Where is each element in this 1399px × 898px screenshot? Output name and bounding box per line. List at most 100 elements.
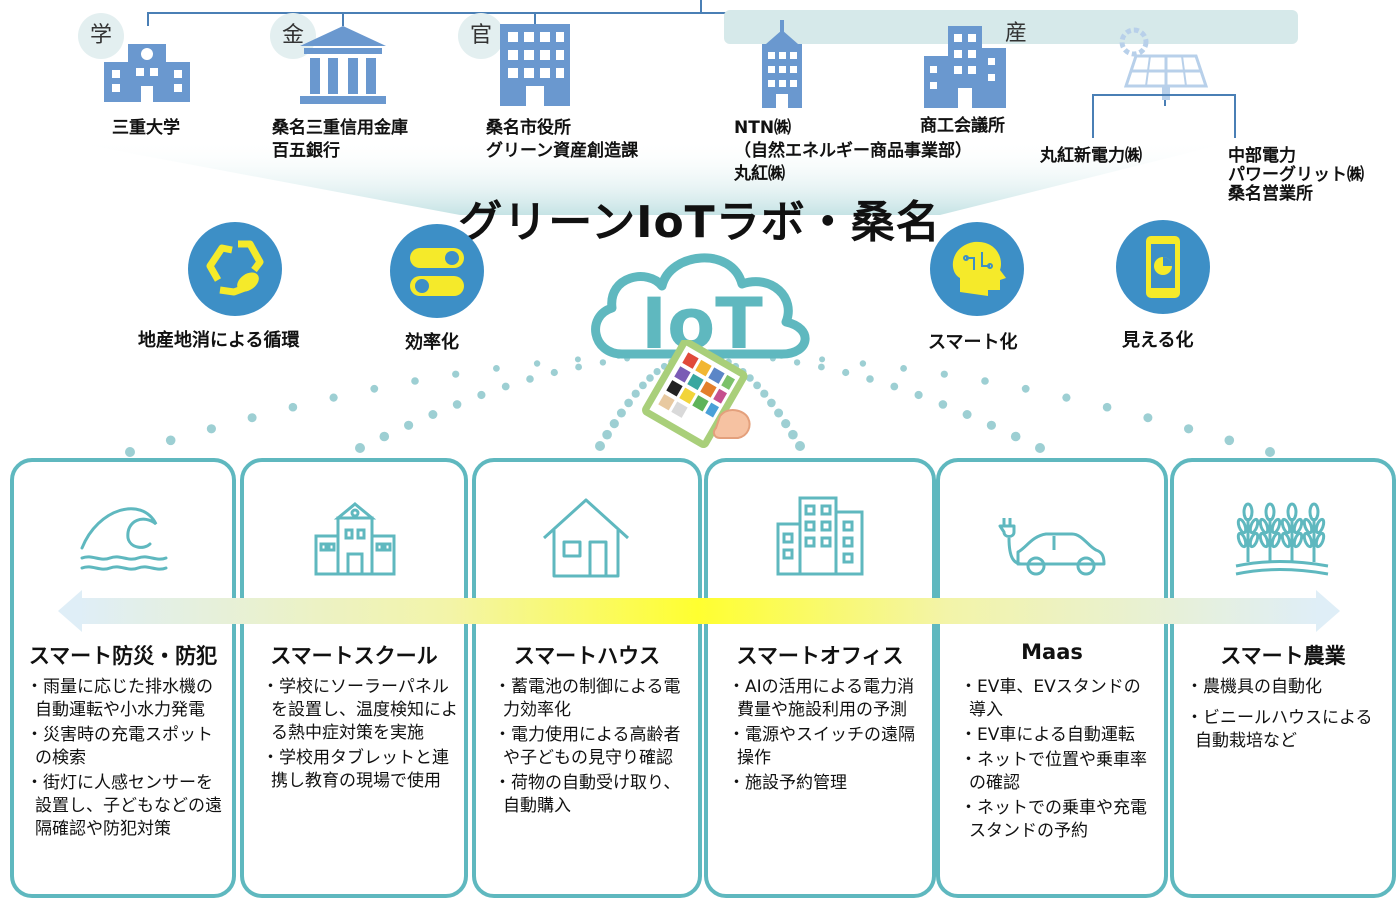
iot-cloud-icon: IoT: [591, 253, 810, 365]
connector-dot: [452, 370, 460, 378]
connector-dot: [452, 400, 462, 409]
list-item: ・街灯に人感センサーを設置し、子どもなどの遠隔確認や防犯対策: [26, 773, 222, 839]
connector-dot: [746, 374, 754, 382]
category-san-label: 産: [1005, 21, 1028, 46]
connector-dot: [355, 443, 365, 453]
panel-house-title: スマートハウス: [513, 644, 661, 668]
top-connector-stem: [700, 0, 702, 12]
connector-dot: [859, 360, 867, 367]
connector-dot: [329, 393, 338, 402]
org-marubeni: 丸紅㈱: [734, 164, 785, 184]
list-item: ・ネットでの乗車や充電スタンドの予約: [960, 798, 1147, 841]
org-ntn-division: （自然エネルギー商品事業部）: [734, 141, 972, 161]
org-city-hall: 桑名市役所: [486, 118, 571, 138]
connector-dot: [1224, 435, 1235, 446]
solar-connector-stem: [1164, 100, 1166, 106]
school-icon: [314, 502, 396, 576]
connector-dot: [574, 356, 581, 363]
university-building-icon: [104, 44, 190, 102]
connector-drop-university: [147, 12, 149, 26]
feature-smart-label: スマート化: [928, 332, 1018, 353]
connector-dot: [795, 441, 805, 451]
org-bank-kuwana-mie: 桑名三重信用金庫: [272, 118, 408, 138]
panel-school-body: ・学校にソーラーパネルを設置し、温度検知による熱中症対策を実施 ・学校用タブレッ…: [262, 676, 458, 795]
list-item: ・EV車による自動運転: [960, 725, 1135, 745]
arrow-right-icon: [1316, 590, 1340, 632]
toggle-icon: [410, 248, 464, 296]
panel-disaster-body: ・雨量に応じた排水機の自動運転や小水力発電 ・災害時の充電スポットの検索 ・街灯…: [26, 676, 226, 843]
category-kan-badge: 官: [458, 13, 504, 59]
org-city-green-division: グリーン資産創造課: [486, 141, 639, 161]
connector-arrow-bar: [78, 598, 1318, 624]
connector-dot: [653, 368, 661, 376]
connector-dot: [819, 356, 826, 363]
recycle-icon: [206, 240, 264, 296]
panel-disaster: [10, 458, 236, 898]
connector-dot: [914, 390, 923, 400]
list-item: ・災害時の充電スポットの検索: [26, 725, 213, 768]
wheat-icon: [1235, 502, 1329, 576]
connector-dot: [624, 398, 633, 408]
panel-office-body: ・AIの活用による電力消費量や施設利用の予測 ・電源やスイッチの遠隔操作 ・施設…: [728, 676, 924, 797]
solar-connector-left: [1092, 94, 1094, 138]
wave-icon: [80, 507, 168, 571]
connector-dot: [206, 424, 216, 434]
connector-dot: [526, 375, 534, 383]
connector-dot: [981, 377, 989, 385]
list-item: ・雨量に応じた排水機の自動運転や小水力発電: [26, 677, 213, 720]
connector-dot: [550, 368, 558, 377]
panel-agriculture: [1170, 458, 1396, 898]
list-item: ・EV車、EVスタンドの導入: [960, 677, 1141, 720]
feature-toggle-label: 効率化: [405, 332, 459, 353]
feature-visible-circle: [1116, 220, 1210, 314]
connector-dot: [767, 398, 776, 408]
solar-connector-right: [1234, 94, 1236, 138]
connector-dot: [616, 408, 626, 418]
connector-dot: [379, 431, 390, 442]
connector-dot: [288, 402, 298, 412]
connector-dot: [793, 359, 801, 366]
connector-dot: [890, 382, 899, 391]
org-bank-hyakugo: 百五銀行: [272, 141, 340, 161]
connector-dot: [477, 390, 486, 400]
connector-dot: [1184, 424, 1194, 434]
connector-dot: [370, 384, 379, 393]
panel-maas-body: ・EV車、EVスタンドの導入 ・EV車による自動運転 ・ネットで位置や乗車率の確…: [960, 676, 1156, 845]
arrow-left-icon: [58, 590, 82, 632]
solar-connector-bar: [1092, 94, 1234, 96]
connector-dot: [753, 381, 761, 390]
ntn-tower-icon: [762, 20, 802, 108]
connector-dot: [1021, 384, 1030, 393]
connector-dot: [962, 410, 972, 419]
connector-dot: [609, 419, 619, 429]
ev-car-icon: [998, 518, 1106, 576]
list-item: ・電力使用による高齢者や子どもの見守り確認: [494, 725, 681, 768]
connector-dot: [781, 419, 791, 429]
panel-school: [240, 458, 468, 898]
connector-drop-bank: [342, 12, 344, 26]
feature-visible-label: 見える化: [1122, 330, 1194, 351]
connector-dot: [428, 410, 438, 419]
connector-dot: [125, 447, 135, 457]
list-item: ・蓄電池の制御による電力効率化: [494, 677, 681, 720]
list-item: ・ビニールハウスによる自動栽培など: [1186, 708, 1373, 751]
connector-dot: [842, 368, 850, 377]
connector-dot: [639, 381, 647, 390]
connector-dot: [1062, 393, 1071, 402]
connector-dot: [404, 420, 414, 430]
industry-band: [724, 10, 1298, 44]
connector-dot: [866, 375, 874, 383]
list-item: ・電源やスイッチの遠隔操作: [728, 725, 915, 768]
connector-dot: [1035, 443, 1045, 453]
connector-dot: [575, 363, 582, 371]
connector-dot: [818, 363, 825, 371]
panel-office-title: スマートオフィス: [736, 644, 904, 668]
connector-dot: [900, 365, 907, 372]
org-mie-university: 三重大学: [112, 118, 180, 138]
connector-dot: [602, 429, 612, 440]
connector-dot: [788, 429, 798, 440]
office-building-icon: [776, 496, 864, 576]
feature-recycle-label: 地産地消による循環: [138, 330, 300, 351]
connector-dot: [1143, 413, 1153, 423]
connector-dot: [938, 400, 948, 409]
